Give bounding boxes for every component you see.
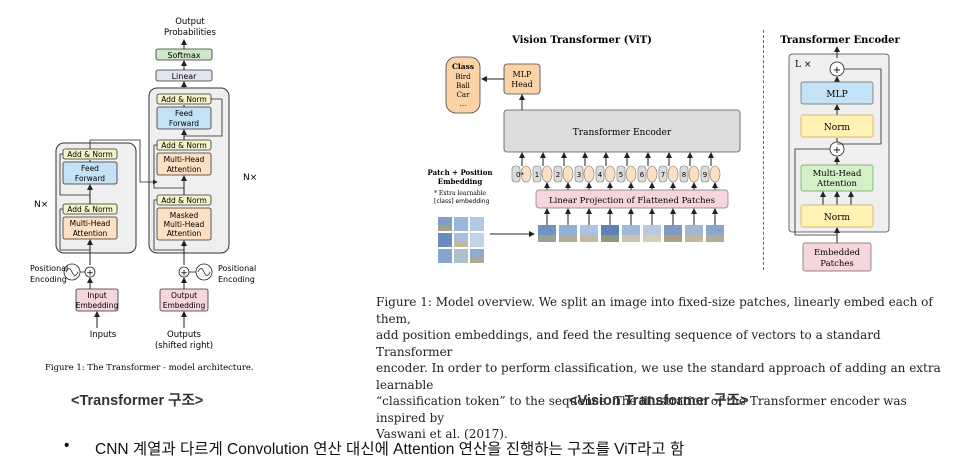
- vit-encoder-box: [503, 109, 741, 153]
- transformer-caption: Figure 1: The Transformer - model archit…: [45, 363, 254, 373]
- encoder-nx: N×: [34, 200, 48, 210]
- pos-enc-right-1: Positional: [218, 264, 256, 273]
- decoder-add-norm-2-label: Add & Norm: [161, 141, 207, 150]
- pos-enc-right-2: Encoding: [218, 275, 255, 284]
- masked-label-1: Masked: [170, 211, 199, 220]
- residual-add-top-sign: +: [833, 65, 841, 76]
- vit-encoder-label: Transformer Encoder: [573, 128, 672, 138]
- patch-pos-label-2: Embedding: [438, 177, 483, 186]
- token-6: 6: [640, 171, 645, 179]
- class-item-3: ...: [460, 100, 467, 108]
- dashed-separator: [763, 30, 764, 270]
- vit-caption-line-3: “classification token” to the sequence. …: [376, 394, 907, 425]
- input-embedding-label-1: Input: [87, 291, 106, 300]
- token-7: 7: [661, 171, 665, 179]
- embedded-patches-box: [802, 242, 872, 272]
- class-item-1: Ball: [456, 82, 471, 90]
- decoder-ff-label-1: Feed: [175, 109, 193, 118]
- token-2: 2: [556, 171, 560, 179]
- decoder-plus-sign: +: [180, 269, 188, 279]
- vit-caption-line-4: Vaswani et al. (2017).: [376, 427, 508, 441]
- encoder-plus-sign: +: [86, 269, 94, 279]
- encoder-mha-label-1: Multi-Head: [813, 169, 862, 179]
- vit-title: Vision Transformer (ViT): [511, 35, 652, 46]
- class-title: Class: [452, 62, 474, 71]
- encoder-mha-label-2: Attention: [816, 179, 858, 189]
- output-probabilities-label-1: Output: [175, 17, 205, 27]
- softmax-label: Softmax: [167, 51, 200, 60]
- encoder-block-diagram: Transformer Encoder L × + MLP Norm + Mul…: [780, 35, 901, 272]
- encoder-add-norm-2-label: Add & Norm: [67, 150, 113, 159]
- decoder-mha-label-2: Attention: [167, 165, 202, 174]
- class-item-0: Bird: [455, 73, 471, 81]
- output-embedding-label-1: Output: [171, 291, 197, 300]
- embedded-patches-label-2: Patches: [820, 259, 853, 269]
- decoder-nx: N×: [243, 173, 257, 183]
- output-embedding-label-2: Embedding: [163, 301, 206, 310]
- vit-section-label: <Vision Transformer 구조>: [569, 393, 749, 409]
- patch-pos-label-1: Patch + Position: [428, 168, 493, 177]
- pos-enc-left-1: Positional: [30, 264, 68, 273]
- token-9: 9: [703, 171, 707, 179]
- vit-diagram: Vision Transformer (ViT) Class Bird Ball…: [428, 35, 741, 263]
- masked-label-2: Multi-Head: [164, 220, 205, 229]
- vit-caption-line-2: encoder. In order to perform classificat…: [376, 361, 941, 392]
- inputs-label: Inputs: [90, 330, 117, 340]
- decoder-add-norm-1-label: Add & Norm: [161, 196, 207, 205]
- mlp-head-box: [503, 63, 541, 95]
- mlp-head-label-1: MLP: [513, 70, 533, 79]
- decoder-mha-label-1: Multi-Head: [164, 155, 205, 164]
- extra-learnable-1: * Extra learnable: [434, 190, 487, 197]
- bullet-marker: •: [64, 437, 70, 454]
- projection-arrows: [544, 182, 718, 190]
- token-4: 4: [598, 171, 603, 179]
- masked-label-3: Attention: [167, 229, 202, 238]
- vit-caption-line-1: add position embeddings, and feed the re…: [376, 328, 881, 359]
- encoder-mlp-label: MLP: [826, 90, 847, 100]
- vit-caption-line-0: Figure 1: Model overview. We split an im…: [376, 295, 933, 326]
- encoder-add-norm-1-label: Add & Norm: [67, 205, 113, 214]
- mlp-head-label-2: Head: [511, 80, 533, 89]
- input-image-grid: [438, 217, 535, 263]
- encoder-mha-label-2: Attention: [73, 229, 108, 238]
- encoder-block-lx: L ×: [795, 60, 811, 70]
- encoder-norm-bottom-label: Norm: [824, 213, 851, 223]
- token-8: 8: [682, 171, 686, 179]
- token-3: 3: [577, 171, 581, 179]
- pos-enc-left-2: Encoding: [30, 275, 67, 284]
- outputs-label-2: (shifted right): [155, 341, 213, 351]
- encoder-ff-label-1: Feed: [81, 164, 99, 173]
- outputs-label-1: Outputs: [167, 330, 202, 340]
- encoder-mha-label-1: Multi-Head: [70, 219, 111, 228]
- transformer-section-label: <Transformer 구조>: [71, 393, 204, 409]
- token-0: 0*: [516, 171, 524, 179]
- transformer-diagram: Output Probabilities Softmax Linear N× A…: [30, 17, 257, 373]
- token-row: 0* 1 2 3 4 5 6 7 8 9: [511, 165, 721, 183]
- output-probabilities-label-2: Probabilities: [164, 28, 216, 38]
- class-item-2: Car: [457, 91, 471, 99]
- encoder-norm-top-box: [800, 114, 874, 138]
- encoder-ff-label-2: Forward: [75, 174, 105, 183]
- patch-sequence: [538, 208, 724, 242]
- token-1: 1: [535, 171, 539, 179]
- linear-label: Linear: [172, 72, 198, 81]
- extra-learnable-2: [class] embedding: [434, 198, 490, 205]
- decoder-add-norm-3-label: Add & Norm: [161, 95, 207, 104]
- linear-projection-label: Linear Projection of Flattened Patches: [549, 196, 715, 206]
- encoder-norm-top-label: Norm: [824, 123, 851, 133]
- token-5: 5: [619, 171, 623, 179]
- class-output-box: [445, 56, 481, 114]
- vit-caption: Figure 1: Model overview. We split an im…: [376, 294, 948, 443]
- token-arrows: [519, 152, 714, 166]
- residual-add-bottom-sign: +: [833, 145, 841, 156]
- embedded-patches-label-1: Embedded: [814, 248, 861, 258]
- input-embedding-label-2: Embedding: [76, 301, 119, 310]
- bullet-text: CNN 계열과 다르게 Convolution 연산 대신에 Attention…: [95, 441, 685, 458]
- decoder-ff-label-2: Forward: [169, 119, 199, 128]
- encoder-block-title: Transformer Encoder: [780, 35, 900, 46]
